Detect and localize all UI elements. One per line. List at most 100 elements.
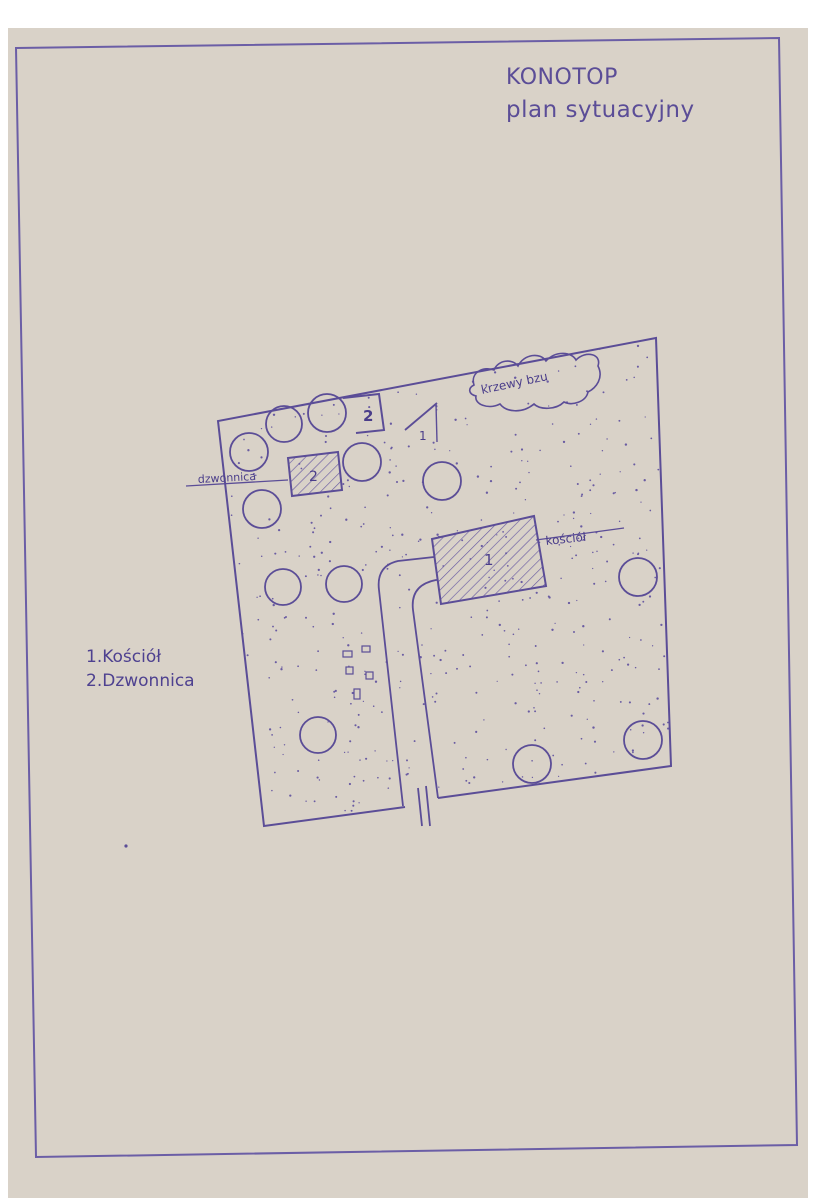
stipple-dot: [233, 613, 236, 616]
stipple-dot: [387, 372, 389, 374]
stipple-dot: [543, 727, 546, 730]
belfry-leader-line: [185, 479, 289, 487]
stipple-dot: [377, 776, 379, 779]
tree: [229, 432, 269, 472]
stipple-dot: [527, 402, 530, 405]
stipple-dot: [571, 557, 574, 560]
stipple-dot: [291, 698, 294, 701]
stipple-dot: [462, 654, 465, 656]
stipple-dot: [282, 753, 284, 756]
stipple-dot: [419, 538, 422, 541]
tree: [264, 568, 302, 606]
stipple-dot: [632, 552, 634, 554]
stipple-dot: [251, 405, 253, 408]
stipple-dot: [503, 629, 506, 632]
stipple-dot: [361, 568, 364, 572]
stipple-dot: [480, 519, 483, 521]
stipple-dot: [220, 593, 222, 595]
stipple-dot: [374, 680, 378, 683]
stipple-dot: [581, 493, 584, 496]
stipple-dot: [294, 416, 297, 418]
stipple-dot: [220, 388, 224, 391]
stipple-dot: [633, 463, 636, 466]
stipple-dot: [548, 405, 550, 407]
stipple-dot: [580, 525, 583, 528]
stipple-dot: [601, 650, 604, 653]
stipple-dot: [486, 808, 489, 811]
stipple-dot: [650, 437, 653, 440]
stipple-dot: [255, 474, 257, 477]
stipple-dot: [534, 645, 537, 647]
stipple-dot: [352, 800, 355, 803]
stipple-dot: [268, 677, 271, 679]
stipple-dot: [272, 625, 274, 628]
stipple-dot: [589, 479, 592, 482]
tree: [242, 489, 282, 529]
stipple-dot: [606, 560, 609, 563]
stipple-dot: [654, 576, 657, 579]
stipple-dot: [257, 537, 259, 539]
stipple-dot: [225, 405, 227, 408]
stipple-dot: [501, 781, 504, 783]
stipple-dot: [360, 385, 363, 388]
stipple-dot: [320, 551, 323, 554]
stipple-dot: [353, 775, 356, 778]
stipple-dot: [303, 360, 306, 363]
plan-title: KONOTOP: [506, 65, 618, 90]
stipple-dot: [388, 471, 391, 474]
stipple-dot: [274, 552, 277, 555]
stipple-dot: [496, 680, 498, 682]
stipple-dot: [392, 759, 394, 762]
stipple-dot: [642, 600, 645, 603]
stipple-dot: [434, 448, 436, 451]
stipple-dot: [305, 800, 307, 802]
stipple-dot: [561, 763, 563, 766]
tree: [512, 744, 552, 784]
stipple-dot: [534, 739, 537, 742]
stipple-dot: [486, 758, 489, 761]
site-boundary: [216, 336, 673, 828]
stipple-dot: [517, 628, 520, 630]
stipple-dot: [608, 618, 611, 621]
stipple-dot: [490, 465, 492, 468]
stipple-dot: [534, 791, 537, 794]
stipple-dot: [582, 625, 585, 628]
stipple-dot: [540, 796, 543, 799]
stipple-dot: [362, 700, 365, 703]
stipple-dot: [399, 687, 401, 689]
stipple-dot: [320, 514, 322, 517]
church-leader-line: [535, 527, 625, 541]
stipple-dot: [596, 550, 598, 553]
stipple-dot: [348, 782, 351, 786]
stipple-dot: [260, 427, 263, 430]
stipple-dot: [383, 441, 386, 444]
stipple-dot: [275, 629, 278, 632]
stipple-dot: [636, 365, 639, 368]
stipple-dot: [386, 494, 389, 497]
stipple-dot: [364, 670, 366, 672]
stipple-dot: [577, 432, 580, 435]
stipple-dot: [346, 479, 349, 482]
stipple-dot: [324, 440, 327, 444]
stipple-dot: [592, 726, 595, 729]
stipple-dot: [558, 543, 561, 546]
stipple-dot: [453, 354, 456, 357]
stipple-dot: [634, 666, 637, 669]
stipple-dot: [268, 728, 272, 731]
stipple-dot: [642, 731, 645, 734]
stipple-dot: [279, 726, 282, 729]
stipple-dot: [399, 606, 401, 609]
stipple-dot: [513, 512, 515, 514]
stipple-dot: [253, 789, 256, 792]
stipple-dot: [328, 560, 331, 563]
stipple-dot: [442, 369, 445, 372]
stipple-dot: [512, 633, 515, 636]
stipple-dot: [405, 553, 407, 556]
stipple-dot: [358, 802, 360, 804]
stipple-dot: [333, 696, 336, 699]
stipple-dot: [475, 691, 478, 694]
stipple-dot: [554, 622, 556, 625]
stipple-dot: [668, 615, 671, 618]
stipple-dot: [469, 665, 472, 668]
stipple-dot: [281, 354, 284, 357]
